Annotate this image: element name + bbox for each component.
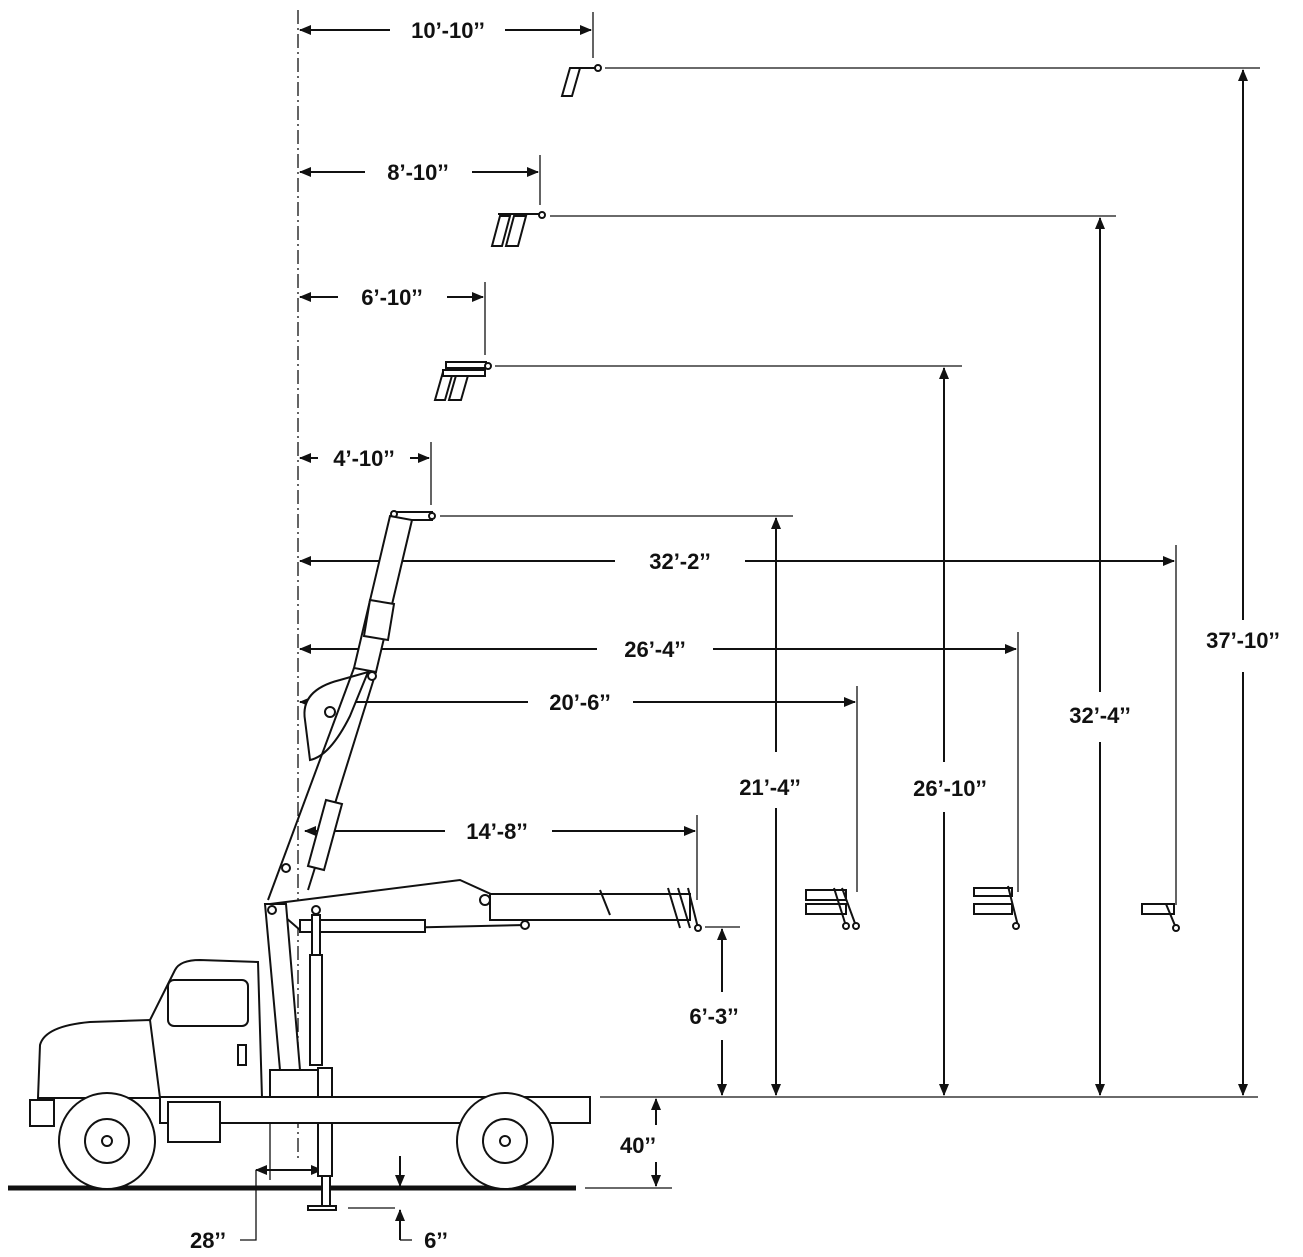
reach-label-10-10: 10’-10’’ [411,18,485,43]
truck-cab-window [167,979,249,1027]
reach-dim-26-4: 26’-4’’ [299,632,1019,892]
reach-label-20-6: 20’-6’’ [549,690,611,715]
height-dim-32-4: 32’-4’’ [550,215,1131,1096]
raised-boom [267,514,414,901]
outrigger-depth-label: 6’’ [424,1228,448,1253]
height-label-40: 40’’ [620,1133,656,1158]
height-label-6-3: 6’-3’’ [689,1004,738,1029]
hook-20-6 [805,887,860,930]
boom-tip-37-10 [560,64,602,97]
outrigger-spread-dim: 28’’ [190,1100,323,1253]
reach-label-8-10: 8’-10’’ [387,160,449,185]
reach-label-26-4: 26’-4’’ [624,637,686,662]
outrigger-depth-dim: 6’’ [348,1156,448,1253]
truck [29,958,591,1190]
height-dim-6-3: 6’-3’’ [689,926,740,1096]
truck-bumper [29,1099,55,1127]
height-dim-26-10: 26’-10’’ [495,365,987,1096]
reach-label-32-2: 32’-2’’ [649,549,711,574]
height-label-26-10: 26’-10’’ [913,776,987,801]
reach-label-14-8: 14’-8’’ [466,819,528,844]
reach-label-6-10: 6’-10’’ [361,285,423,310]
height-dim-21-4: 21’-4’’ [440,515,801,1096]
truck-fuel-tank [167,1101,221,1143]
boom-tip-26-10 [433,361,492,401]
height-label-32-4: 32’-4’’ [1069,703,1131,728]
height-label-37-10: 37’-10’’ [1206,628,1280,653]
height-dim-40: 40’’ [585,1098,672,1189]
crane-mast [263,903,337,1211]
outrigger-spread-label: 28’’ [190,1228,226,1253]
truck-hood [36,1018,162,1099]
reach-dim-14-8: 14’-8’’ [304,815,698,900]
reach-dim-32-2: 32’-2’’ [299,545,1177,905]
height-dim-37-10: 37’-10’’ [605,67,1280,1096]
reach-dim-10-10: 10’-10’’ [299,12,594,58]
hook-32-2 [1141,903,1180,932]
height-label-21-4: 21’-4’’ [739,775,801,800]
reach-dim-4-10: 4’-10’’ [299,442,432,505]
hook-26-4 [973,885,1020,930]
stowed-boom [267,878,702,933]
reach-dim-6-10: 6’-10’’ [299,282,486,355]
boom-tip-32-4 [490,211,546,247]
reach-label-4-10: 4’-10’’ [333,446,395,471]
reach-dim-8-10: 8’-10’’ [299,155,541,205]
